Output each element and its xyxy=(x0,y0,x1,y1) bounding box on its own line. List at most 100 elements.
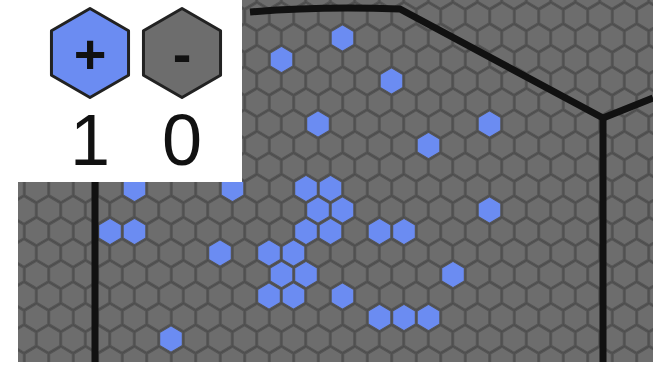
empty-cell xyxy=(25,261,48,287)
filled-cell xyxy=(331,283,354,309)
empty-cell xyxy=(37,197,60,223)
empty-cell xyxy=(417,89,440,115)
empty-cell xyxy=(233,197,256,223)
empty-cell xyxy=(429,326,452,352)
empty-cell xyxy=(368,347,391,362)
filled-cell xyxy=(258,283,281,309)
empty-cell xyxy=(515,3,538,29)
empty-cell xyxy=(307,326,330,352)
empty-cell xyxy=(638,261,653,287)
empty-cell xyxy=(405,197,428,223)
empty-cell xyxy=(405,25,428,51)
empty-cell xyxy=(258,326,281,352)
empty-cell xyxy=(478,25,501,51)
empty-cell xyxy=(368,46,391,72)
empty-cell xyxy=(135,197,158,223)
empty-cell xyxy=(25,304,48,330)
empty-cell xyxy=(515,175,538,201)
empty-cell xyxy=(515,347,538,362)
filled-cell xyxy=(123,218,146,244)
empty-cell xyxy=(454,68,477,94)
empty-cell xyxy=(503,240,526,266)
empty-cell xyxy=(552,111,575,137)
empty-cell xyxy=(233,283,256,309)
empty-cell xyxy=(638,347,653,362)
empty-cell xyxy=(405,283,428,309)
empty-cell xyxy=(160,240,183,266)
empty-cell xyxy=(368,89,391,115)
empty-cell xyxy=(466,347,489,362)
filled-cell xyxy=(160,326,183,352)
empty-cell xyxy=(148,218,171,244)
empty-cell xyxy=(356,197,379,223)
empty-cell xyxy=(331,111,354,137)
empty-cell xyxy=(625,240,648,266)
filled-cell xyxy=(417,132,440,158)
empty-cell xyxy=(564,261,587,287)
empty-cell xyxy=(503,154,526,180)
empty-cell xyxy=(429,154,452,180)
empty-cell xyxy=(111,197,134,223)
empty-cell xyxy=(601,25,624,51)
empty-cell xyxy=(405,326,428,352)
empty-cell xyxy=(564,175,587,201)
filled-cell xyxy=(99,218,122,244)
empty-cell xyxy=(111,283,134,309)
empty-cell xyxy=(62,283,85,309)
empty-cell xyxy=(246,175,269,201)
filled-cell xyxy=(282,283,305,309)
empty-cell xyxy=(442,89,465,115)
empty-cell xyxy=(37,283,60,309)
filled-cell xyxy=(270,46,293,72)
empty-cell xyxy=(246,261,269,287)
empty-cell xyxy=(18,283,35,309)
empty-cell xyxy=(172,304,195,330)
empty-cell xyxy=(613,132,636,158)
empty-cell xyxy=(50,304,73,330)
empty-cell xyxy=(135,326,158,352)
empty-cell xyxy=(491,3,514,29)
empty-cell xyxy=(380,283,403,309)
empty-cell xyxy=(564,218,587,244)
empty-cell xyxy=(589,3,612,29)
empty-cell xyxy=(50,261,73,287)
empty-cell xyxy=(638,218,653,244)
empty-cell xyxy=(258,25,281,51)
empty-cell xyxy=(344,304,367,330)
empty-cell xyxy=(527,111,550,137)
empty-cell xyxy=(527,197,550,223)
empty-cell xyxy=(246,46,269,72)
empty-cell xyxy=(380,154,403,180)
empty-cell xyxy=(319,89,342,115)
empty-cell xyxy=(429,240,452,266)
empty-cell xyxy=(527,25,550,51)
empty-cell xyxy=(491,218,514,244)
empty-cell xyxy=(625,283,648,309)
empty-cell xyxy=(356,68,379,94)
empty-cell xyxy=(454,240,477,266)
empty-cell xyxy=(442,304,465,330)
empty-cell xyxy=(393,132,416,158)
empty-cell xyxy=(601,68,624,94)
empty-cell xyxy=(295,347,318,362)
empty-cell xyxy=(246,218,269,244)
empty-cell xyxy=(466,304,489,330)
filled-cell xyxy=(319,175,342,201)
empty-cell xyxy=(197,304,220,330)
empty-cell xyxy=(258,154,281,180)
empty-cell xyxy=(331,326,354,352)
empty-cell xyxy=(18,347,23,362)
empty-cell xyxy=(148,347,171,362)
empty-cell xyxy=(258,111,281,137)
empty-cell xyxy=(62,326,85,352)
button-symbol: - xyxy=(141,6,223,100)
empty-cell xyxy=(270,304,293,330)
empty-cell xyxy=(625,154,648,180)
empty-cell xyxy=(638,175,653,201)
empty-cell xyxy=(221,218,244,244)
empty-cell xyxy=(184,326,207,352)
empty-cell xyxy=(295,46,318,72)
empty-cell xyxy=(380,326,403,352)
empty-cell xyxy=(478,68,501,94)
empty-cell xyxy=(589,46,612,72)
